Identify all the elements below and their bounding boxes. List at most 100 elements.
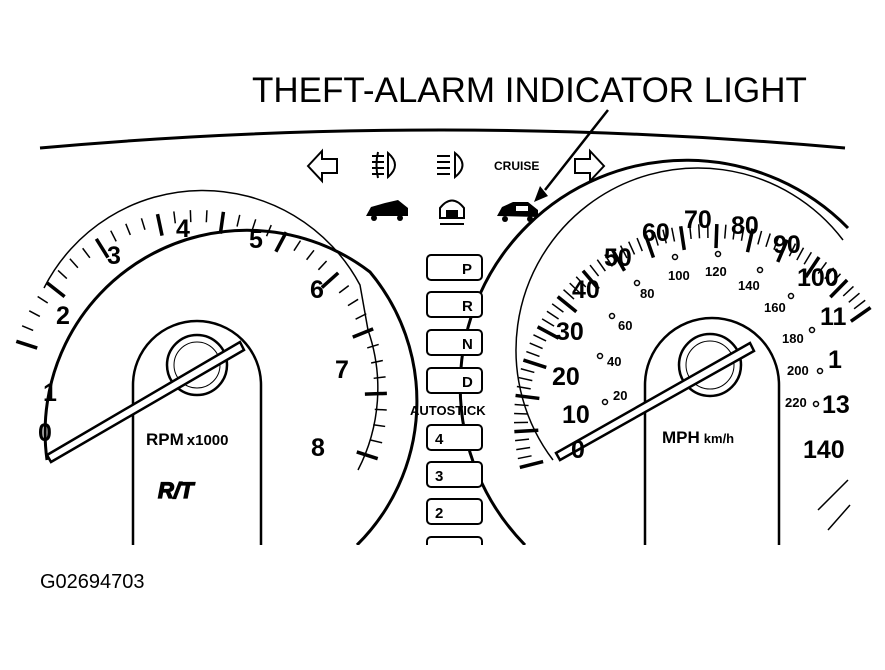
- tach-tick-10: [126, 224, 130, 235]
- kmh-dot-10: [814, 402, 819, 407]
- tach-tick-20: [276, 232, 286, 251]
- tach-tick-11: [141, 218, 145, 229]
- mph-label-90: 90: [773, 231, 801, 259]
- speed-tick-2: [516, 448, 530, 450]
- speed-tick-41: [725, 225, 726, 239]
- mph-label-130: 13: [822, 391, 850, 419]
- tach-tick-31: [374, 377, 386, 378]
- kmh-label-160: 160: [764, 300, 786, 315]
- tach-tick-32: [365, 393, 387, 394]
- speedometer-gauge: 0 10 20 30 40 50 60 70 80 90 100 11 1 13…: [460, 160, 870, 545]
- mph-label-10: 10: [562, 401, 590, 429]
- speed-tick-7: [515, 404, 529, 405]
- tach-tick-6: [70, 259, 78, 268]
- kmh-label-180: 180: [782, 331, 804, 346]
- tach-tick-24: [322, 273, 338, 288]
- speed-tick-10: [519, 378, 533, 381]
- tach-label-4: 4: [176, 215, 190, 243]
- speed-tick-25: [590, 265, 599, 276]
- left-turn-arrow-icon: [308, 151, 337, 181]
- autostick-label-3: 3: [435, 468, 443, 485]
- fog-light-icon: [372, 152, 395, 178]
- kmh-dot-7: [789, 294, 794, 299]
- gear-box-d: [427, 368, 482, 393]
- tach-tick-15: [206, 210, 207, 222]
- tachometer-outer-rim: [45, 230, 417, 545]
- tach-tick-35: [370, 440, 382, 443]
- speed-tick-11: [521, 369, 535, 373]
- kmh-dot-2: [610, 314, 615, 319]
- speed-tick-59: [854, 300, 865, 309]
- speed-tick-13: [526, 352, 539, 357]
- tach-label-7: 7: [335, 356, 349, 384]
- gear-label-r: R: [462, 298, 473, 315]
- speedometer-edge-marks: [818, 480, 850, 530]
- kmh-label-120: 120: [705, 264, 727, 279]
- mph-label-20: 20: [552, 363, 580, 391]
- mph-label-110: 11: [820, 303, 847, 331]
- kmh-dot-8: [810, 328, 815, 333]
- kmh-dot-4: [673, 255, 678, 260]
- kmh-label-40: 40: [607, 354, 621, 369]
- gear-box-p: [427, 255, 482, 280]
- tach-tick-17: [237, 215, 240, 227]
- tach-tick-21: [294, 241, 301, 251]
- mph-label-50: 50: [604, 244, 632, 272]
- speed-tick-9: [517, 386, 531, 388]
- tach-unit-scale: x1000: [187, 432, 229, 449]
- kmh-label-100: 100: [668, 268, 690, 283]
- rt-badge: R/T: [158, 478, 195, 503]
- speed-unit-mph: MPH: [662, 428, 700, 447]
- gear-box-r: [427, 292, 482, 317]
- tach-label-5: 5: [249, 226, 263, 254]
- tach-label-2: 2: [56, 302, 70, 330]
- autostick-box-partial: [427, 537, 482, 562]
- speed-tick-0: [520, 462, 543, 468]
- speed-tick-4: [514, 430, 538, 431]
- speed-tick-57: [843, 286, 853, 296]
- indicator-row: CRUISE: [308, 151, 604, 224]
- speed-tick-58: [849, 293, 860, 302]
- kmh-label-140: 140: [738, 278, 760, 293]
- tach-tick-2: [29, 311, 40, 317]
- tach-label-3: 3: [107, 242, 121, 270]
- speed-tick-19: [552, 304, 563, 312]
- tach-tick-4: [47, 283, 64, 297]
- tach-tick-5: [58, 270, 67, 278]
- theft-alarm-icon: [497, 202, 538, 222]
- high-beam-icon: [437, 153, 463, 177]
- mph-label-80: 80: [731, 212, 759, 240]
- speed-tick-12: [523, 360, 546, 367]
- tach-tick-33: [375, 409, 387, 410]
- tach-tick-7: [83, 248, 90, 258]
- mph-label-30: 30: [556, 318, 584, 346]
- autostick-label-2: 2: [435, 505, 443, 522]
- speed-tick-60: [851, 308, 871, 322]
- tach-label-1: 1: [43, 379, 57, 407]
- gear-label-n: N: [462, 336, 473, 353]
- callout-label: THEFT-ALARM INDICATOR LIGHT: [252, 71, 807, 110]
- kmh-label-200: 200: [787, 363, 809, 378]
- gear-label-d: D: [462, 374, 473, 391]
- tach-tick-9: [111, 231, 116, 242]
- kmh-label-60: 60: [618, 318, 632, 333]
- kmh-dot-0: [603, 400, 608, 405]
- speed-tick-40: [716, 224, 717, 248]
- kmh-dot-3: [635, 281, 640, 286]
- kmh-label-220: 220: [785, 395, 807, 410]
- autostick-label-4: 4: [435, 431, 444, 448]
- gear-box-n: [427, 330, 482, 355]
- autostick-label: AUTOSTICK: [410, 403, 486, 418]
- tach-tick-1: [22, 326, 33, 331]
- tach-label-8: 8: [311, 434, 325, 462]
- speed-tick-15: [533, 335, 546, 341]
- kmh-label-80: 80: [640, 286, 654, 301]
- cluster-bezel-curve: [40, 130, 845, 148]
- tach-tick-34: [373, 425, 385, 427]
- kmh-dot-1: [598, 354, 603, 359]
